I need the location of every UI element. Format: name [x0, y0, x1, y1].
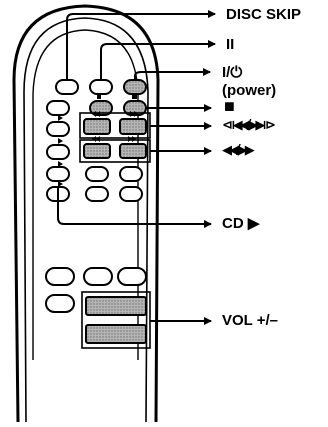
prev-track-button[interactable]: [83, 118, 111, 135]
power-symbol-label: I/⏻: [222, 64, 243, 81]
next-track-button[interactable]: [119, 118, 147, 135]
button[interactable]: [46, 166, 70, 182]
skip-label: ⧏◀◀/▶▶⧐: [222, 118, 276, 133]
fast-forward-button[interactable]: [119, 143, 147, 159]
pause-button[interactable]: [89, 79, 113, 95]
disc-skip-button[interactable]: [55, 79, 79, 95]
lower-buttons: [45, 267, 147, 344]
button[interactable]: [85, 186, 109, 202]
play-button[interactable]: [46, 100, 70, 116]
rewind-button[interactable]: [83, 143, 111, 159]
pause-label: II: [226, 36, 235, 53]
button-row-1: [55, 79, 147, 95]
button[interactable]: [46, 144, 70, 160]
button[interactable]: [119, 186, 143, 202]
vol-up-button[interactable]: [85, 296, 147, 316]
button[interactable]: [119, 166, 143, 182]
volume-label: VOL +/–: [222, 312, 279, 329]
button[interactable]: [45, 267, 75, 286]
button-row-5: [46, 166, 143, 182]
disc-skip-label: DISC SKIP: [226, 6, 302, 23]
remote-body: [12, 4, 160, 423]
button[interactable]: [46, 121, 70, 137]
callout-lines: [57, 10, 216, 325]
vol-down-button[interactable]: [85, 324, 147, 344]
button-marks: [58, 94, 138, 187]
button[interactable]: [85, 166, 109, 182]
button-row-3: [46, 118, 147, 137]
search-label: ◀◀/▶▶: [222, 143, 255, 158]
button-row-6: [46, 186, 143, 202]
button[interactable]: [45, 294, 75, 313]
button[interactable]: [117, 267, 147, 286]
power-button[interactable]: [123, 79, 147, 95]
stop-label: ■: [224, 96, 235, 116]
button-row-4: [46, 143, 147, 160]
cd-play-label: CD ▶: [222, 215, 260, 232]
power-text-label: (power): [222, 82, 277, 99]
button[interactable]: [83, 267, 113, 286]
